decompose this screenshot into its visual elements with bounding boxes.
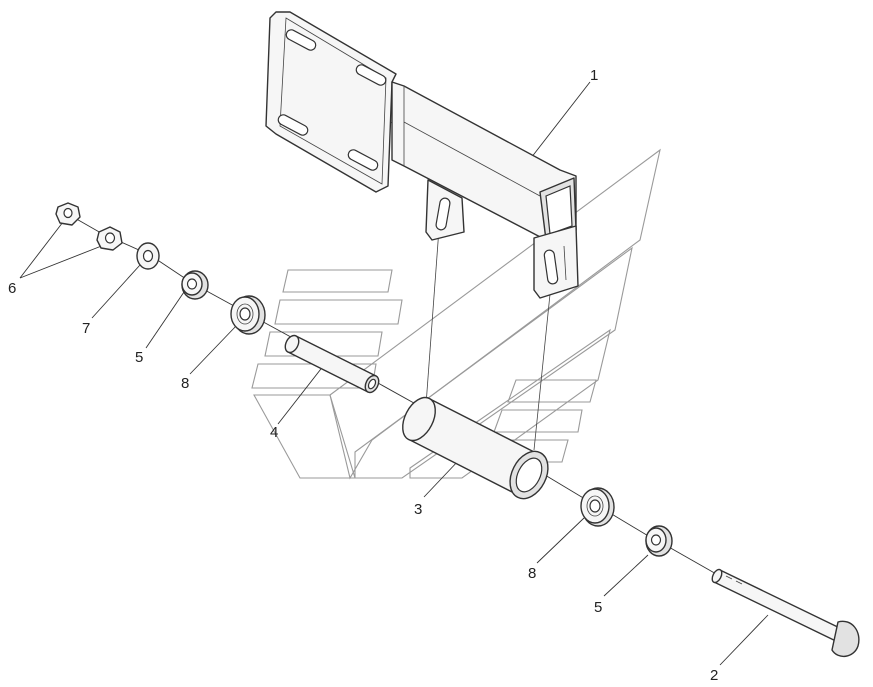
callout-7: 7 <box>82 320 90 337</box>
flanged-washer-part-5-lower <box>645 525 673 557</box>
washer-part-7 <box>136 242 160 270</box>
callout-5-lower: 5 <box>594 599 602 616</box>
callout-8-upper: 8 <box>181 375 189 392</box>
flanged-washer-part-5-upper <box>181 270 209 300</box>
callout-8-lower: 8 <box>528 565 536 582</box>
callout-6: 6 <box>8 280 16 297</box>
callout-1: 1 <box>590 67 598 84</box>
bearing-part-8-upper <box>230 295 266 335</box>
callout-2: 2 <box>710 667 718 684</box>
callout-3: 3 <box>414 501 422 518</box>
bearing-part-8-lower <box>580 487 615 527</box>
bolt-part-2 <box>711 568 860 657</box>
bracket-part-1 <box>265 11 579 299</box>
nut-part-6 <box>55 202 123 251</box>
pin-part-4 <box>284 334 380 394</box>
callout-labels: 1 2 3 4 5 5 6 7 8 8 <box>8 67 718 684</box>
callout-5-upper: 5 <box>135 349 143 366</box>
watermark-logo <box>251 148 661 480</box>
sleeve-part-3 <box>402 396 549 500</box>
callout-4: 4 <box>270 424 278 441</box>
